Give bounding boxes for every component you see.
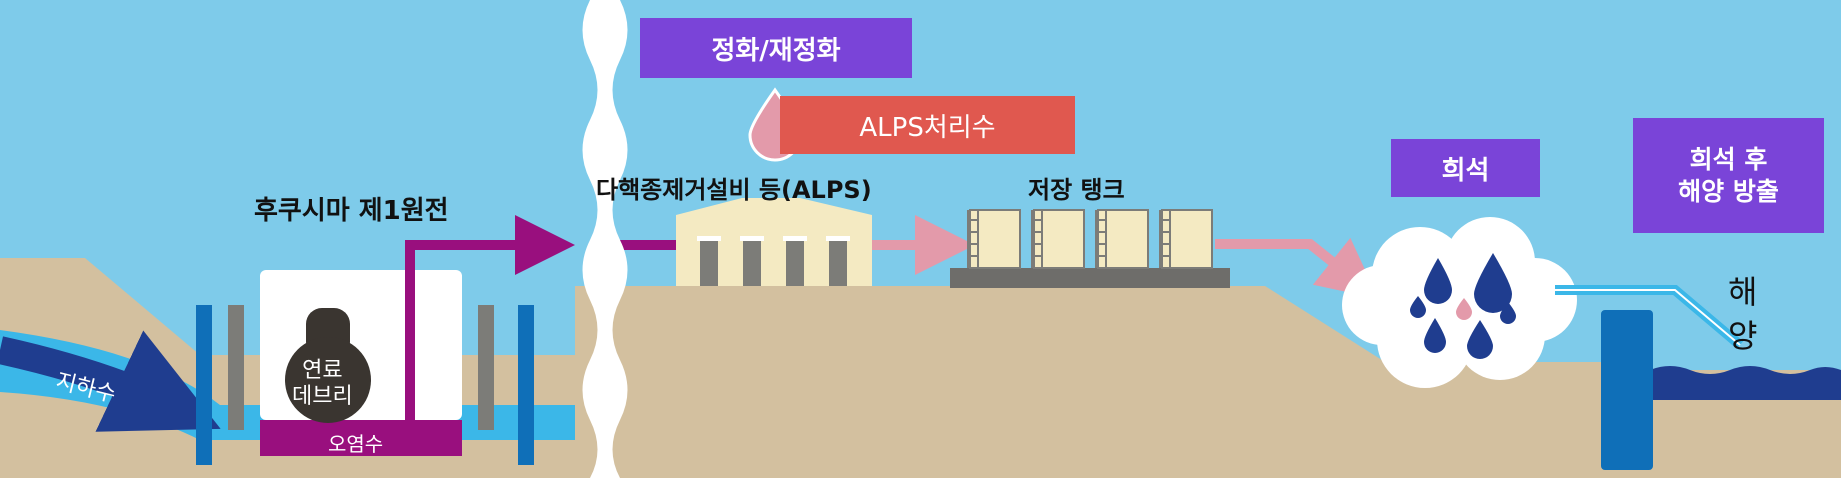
dilution-cloud-icon	[1342, 217, 1577, 388]
sea	[1650, 366, 1841, 400]
alps-building-icon	[676, 198, 872, 286]
contaminated-water-base	[260, 420, 462, 456]
alps-facility-label: 다핵종제거설비 등(ALPS)	[596, 176, 872, 204]
alps-water-box: ALPS처리수	[780, 96, 1075, 154]
alps-water-label: ALPS처리수	[859, 112, 996, 143]
purification-label: 정화/재정화	[711, 35, 841, 66]
discharge-pillar	[1601, 310, 1653, 470]
reactor-pillar-left-blue	[196, 305, 212, 465]
reactor-icon	[285, 308, 371, 423]
dilution-box: 희석	[1391, 139, 1540, 197]
groundwater-arrow	[0, 330, 221, 432]
pipe-to-dilution	[1215, 237, 1379, 299]
fuel-debris-label: 연료 데브리	[292, 358, 353, 409]
storage-tank-label: 저장 탱크	[1028, 176, 1125, 204]
purification-box: 정화/재정화	[640, 18, 912, 78]
storage-tank-icon	[950, 209, 1230, 288]
contaminated-water-label: 오염수	[328, 432, 384, 456]
ground-right	[575, 286, 1650, 478]
release-box: 희석 후 해양 방출	[1633, 118, 1824, 233]
discharge-pipe-highlight	[1555, 289, 1741, 346]
wave-break-icon	[582, 0, 628, 478]
plant-label: 후쿠시마 제1원전	[254, 196, 449, 226]
reactor-pillar-right-grey	[478, 305, 494, 430]
dilution-label: 희석	[1441, 155, 1490, 186]
release-label: 희석 후 해양 방출	[1678, 144, 1779, 206]
ocean-label: 해 양	[1728, 273, 1758, 355]
reactor-pillar-left-grey	[228, 305, 244, 430]
pipe-to-alps	[405, 215, 575, 420]
reactor-pillar-right-blue	[518, 305, 534, 465]
